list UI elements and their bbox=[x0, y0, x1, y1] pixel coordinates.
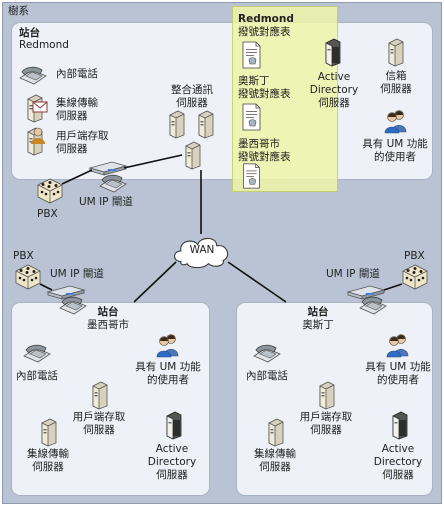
mexico-client-access-label-2: 伺服器 bbox=[83, 424, 115, 436]
dial-plan-redmond-label-2: 撥號對應表 bbox=[238, 26, 291, 38]
site-mexico-name: 墨西哥市 bbox=[87, 319, 129, 331]
redmond-pbx-label: PBX bbox=[37, 208, 58, 220]
mexico-ad-label-2: Directory bbox=[147, 456, 197, 468]
mexico-ad-label-1: Active bbox=[155, 443, 189, 455]
mexico-hub-transport-label-1: 集線傳輸 bbox=[27, 448, 69, 460]
site-redmond-title: 站台 bbox=[19, 27, 40, 39]
site-redmond-panel bbox=[11, 22, 433, 180]
redmond-phone-label: 內部電話 bbox=[56, 68, 98, 80]
austin-um-users-label-1: 具有 UM 功能 bbox=[365, 361, 431, 373]
site-mexico-title: 站台 bbox=[97, 306, 119, 318]
austin-hub-transport-label-1: 集線傳輸 bbox=[254, 448, 296, 460]
link-mexico-pbx-gateway bbox=[39, 283, 53, 291]
redmond-hub-transport-label-1: 集線傳輸 bbox=[56, 97, 98, 109]
austin-gateway-label: UM IP 閘道 bbox=[326, 268, 380, 280]
link-wan-to-austin bbox=[227, 261, 287, 303]
redmond-ad-label-1: Active bbox=[317, 71, 351, 83]
austin-pbx-label: PBX bbox=[404, 250, 425, 262]
dial-plan-mexico-label-2: 撥號對應表 bbox=[238, 151, 291, 163]
forest-label: 樹系 bbox=[8, 5, 29, 17]
redmond-hub-transport-label-2: 伺服器 bbox=[56, 110, 88, 122]
envelope-icon bbox=[32, 101, 48, 113]
mailbox-label-1: 信箱 bbox=[385, 70, 407, 82]
redmond-ad-label-3: 伺服器 bbox=[318, 97, 350, 109]
mexico-client-access-label-1: 用戶端存取 bbox=[72, 411, 126, 423]
mexico-ad-label-3: 伺服器 bbox=[156, 469, 188, 481]
site-austin-title: 站台 bbox=[307, 306, 329, 318]
dial-plan-highlight bbox=[232, 6, 338, 192]
dial-plan-mexico-label-1: 墨西哥市 bbox=[238, 138, 280, 150]
mexico-um-users-label-2: 的使用者 bbox=[147, 374, 189, 386]
link-wan-to-mexico bbox=[133, 261, 177, 303]
mexico-um-users-label-1: 具有 UM 功能 bbox=[135, 361, 201, 373]
austin-phone-label: 內部電話 bbox=[246, 370, 288, 382]
site-mexico-panel bbox=[11, 302, 210, 496]
site-redmond-name: Redmond bbox=[19, 39, 69, 51]
link-pbx-to-gateway bbox=[61, 169, 93, 185]
link-austin-pbx-gateway bbox=[383, 283, 403, 291]
austin-client-access-label-1: 用戶端存取 bbox=[299, 411, 353, 423]
dial-plan-austin-label-1: 奧斯丁 bbox=[238, 75, 270, 87]
mexico-gateway-label: UM IP 閘道 bbox=[50, 268, 104, 280]
dial-plan-redmond-label-1: Redmond bbox=[238, 13, 294, 25]
mexico-hub-transport-label-2: 伺服器 bbox=[32, 461, 64, 473]
um-server-label-2: 伺服器 bbox=[176, 97, 208, 109]
redmond-um-users-label-2: 的使用者 bbox=[374, 151, 416, 163]
link-gateway-to-um bbox=[123, 154, 183, 169]
site-austin-name: 奧斯丁 bbox=[302, 319, 334, 331]
mailbox-label-2: 伺服器 bbox=[380, 83, 412, 95]
redmond-um-users-label-1: 具有 UM 功能 bbox=[362, 138, 428, 150]
austin-client-access-label-2: 伺服器 bbox=[310, 424, 342, 436]
austin-ad-label-1: Active bbox=[381, 443, 415, 455]
user-icon bbox=[31, 127, 45, 144]
mexico-pbx-label: PBX bbox=[13, 250, 34, 262]
redmond-client-access-label-1: 用戶端存取 bbox=[56, 130, 109, 142]
wan-label: WAN bbox=[189, 244, 215, 256]
redmond-ad-label-2: Directory bbox=[309, 84, 359, 96]
redmond-client-access-label-2: 伺服器 bbox=[56, 143, 88, 155]
dial-plan-austin-label-2: 撥號對應表 bbox=[238, 88, 291, 100]
austin-um-users-label-2: 的使用者 bbox=[377, 374, 419, 386]
mexico-phone-label: 內部電話 bbox=[16, 370, 58, 382]
austin-hub-transport-label-2: 伺服器 bbox=[259, 461, 291, 473]
austin-ad-label-2: Directory bbox=[373, 456, 423, 468]
redmond-gateway-label: UM IP 閘道 bbox=[79, 196, 133, 208]
austin-ad-label-3: 伺服器 bbox=[382, 469, 414, 481]
um-server-label-1: 整合通訊 bbox=[171, 84, 213, 96]
